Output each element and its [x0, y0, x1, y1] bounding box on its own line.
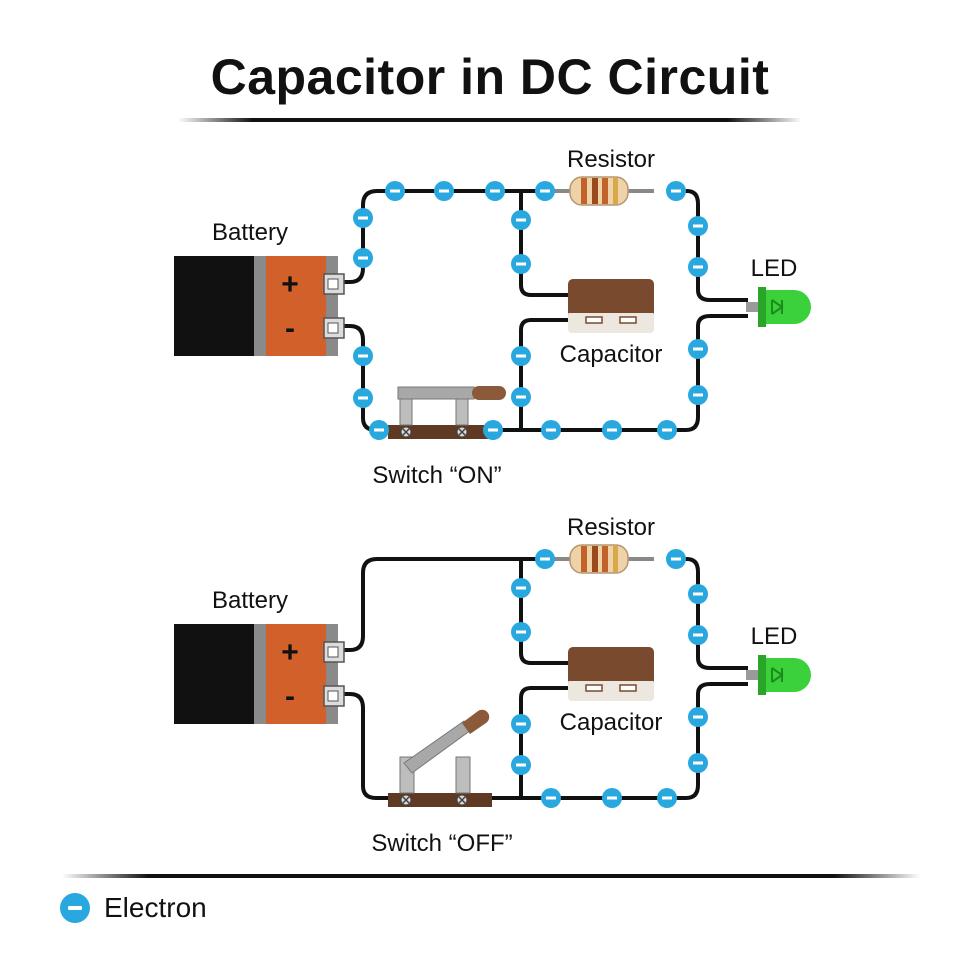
electron-icon [688, 707, 708, 727]
wires [338, 557, 748, 800]
battery-label: Battery [212, 219, 288, 246]
electron-icon [511, 622, 531, 642]
electron-icon [541, 788, 561, 808]
electron-icon [483, 420, 503, 440]
electron-icon [353, 248, 373, 268]
electron-icon [353, 208, 373, 228]
electron-icon [535, 549, 555, 569]
wires [338, 189, 748, 432]
electron-icon [688, 339, 708, 359]
electron-icon [353, 388, 373, 408]
electron-icon [602, 788, 622, 808]
electron-icon [353, 346, 373, 366]
page-title: Capacitor in DC Circuit [210, 49, 770, 105]
electron-icon [511, 714, 531, 734]
electron-icon [535, 181, 555, 201]
electron-icon [688, 625, 708, 645]
legend-label: Electron [104, 892, 207, 923]
legend-divider [62, 874, 920, 878]
electron-icon [602, 420, 622, 440]
title-divider [178, 118, 802, 122]
battery-plus-sign: + [281, 268, 299, 301]
led-label: LED [751, 255, 798, 282]
electron-icon [369, 420, 389, 440]
electron-icon [688, 385, 708, 405]
battery-minus-sign: - [285, 680, 295, 713]
electron-icon [511, 210, 531, 230]
electron-icon [511, 755, 531, 775]
electron-icon [60, 893, 90, 923]
electron-icon [511, 346, 531, 366]
capacitor-label: Capacitor [560, 709, 663, 736]
electron-icon [541, 420, 561, 440]
battery-plus-sign: + [281, 636, 299, 669]
circuit-switch-on: Battery + - Resistor Capacitor LED Switc… [173, 146, 812, 489]
electron-icon [434, 181, 454, 201]
electron-icon [511, 387, 531, 407]
electron-icon [666, 549, 686, 569]
legend: Electron [60, 888, 207, 928]
electron-icon [485, 181, 505, 201]
led-label: LED [751, 623, 798, 650]
resistor-label: Resistor [567, 146, 655, 173]
electron-icon [511, 578, 531, 598]
electron-icon [688, 257, 708, 277]
capacitor-label: Capacitor [560, 341, 663, 368]
electron-icon [511, 254, 531, 274]
electron-icon [688, 753, 708, 773]
resistor-label: Resistor [567, 514, 655, 541]
electron-icon [657, 420, 677, 440]
electron-icon [385, 181, 405, 201]
electron-icon [688, 216, 708, 236]
switch-label: Switch “ON” [372, 462, 501, 489]
electron-icon [657, 788, 677, 808]
battery-label: Battery [212, 587, 288, 614]
electron-icon [688, 584, 708, 604]
switch-label: Switch “OFF” [371, 830, 512, 857]
battery-minus-sign: - [285, 312, 295, 345]
circuit-switch-off: Battery + - Resistor Capacitor LED Switc… [173, 514, 812, 857]
electron-icon [666, 181, 686, 201]
